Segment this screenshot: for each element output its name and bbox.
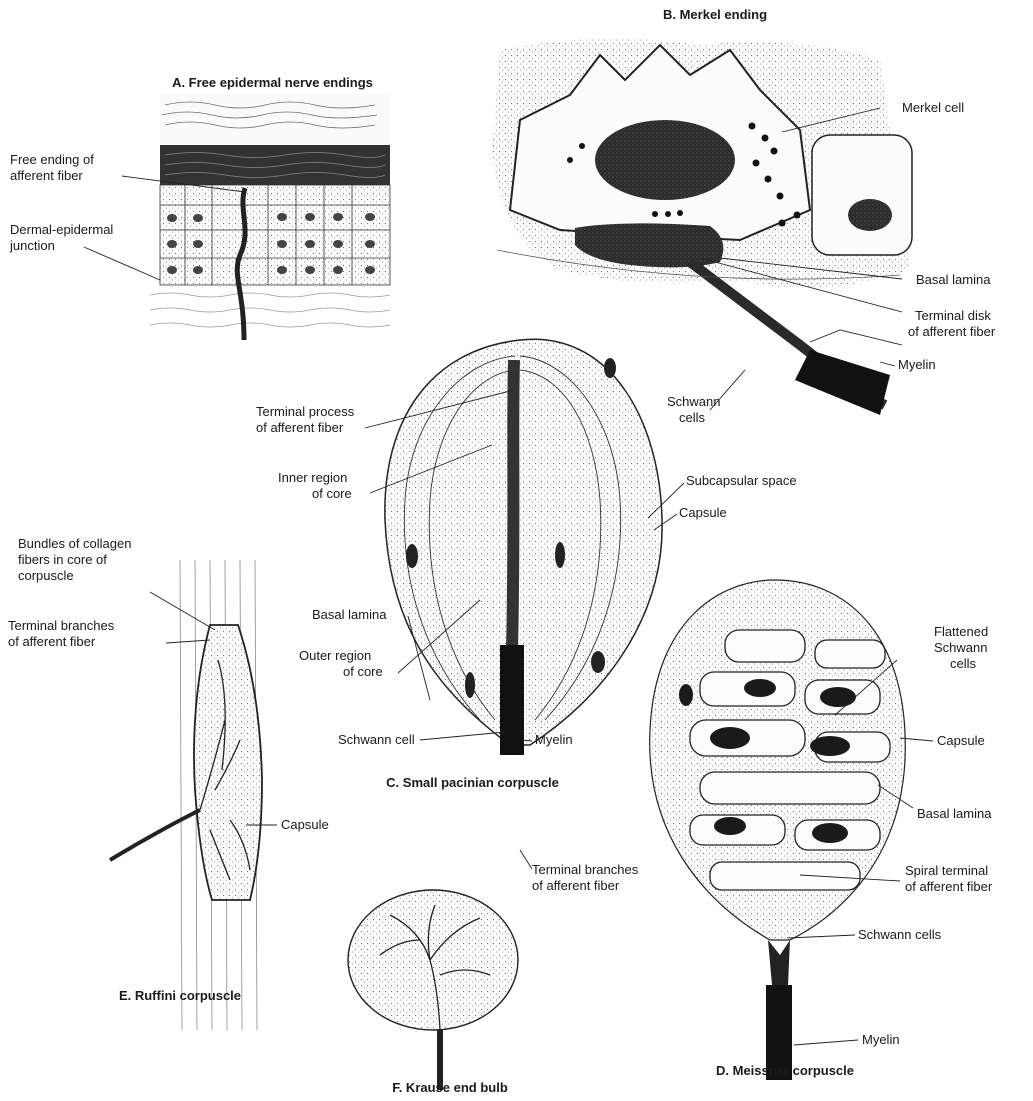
label-schwann-b-1: Schwann	[667, 394, 720, 410]
label-outer-core-2: of core	[343, 664, 383, 680]
label-flattened-3: cells	[950, 656, 976, 672]
label-myelin-d: Myelin	[862, 1032, 900, 1048]
ruffini-capsule	[194, 625, 262, 900]
label-branches-f-1: Terminal branches	[532, 862, 638, 878]
merkel-myelin	[795, 350, 890, 415]
label-basal-lamina-b: Basal lamina	[916, 272, 990, 288]
adjacent-keratinocyte	[812, 135, 912, 255]
label-branches-f-2: of afferent fiber	[532, 878, 619, 894]
panel-f-title: F. Krause end bulb	[380, 1080, 520, 1095]
dark-epidermal-band	[160, 145, 390, 185]
panel-c-title: C. Small pacinian corpuscle	[365, 775, 580, 790]
label-schwann-cells-d: Schwann cells	[858, 927, 941, 943]
label-basal-lamina-d: Basal lamina	[917, 806, 991, 822]
label-capsule-d: Capsule	[937, 733, 985, 749]
label-flattened-1: Flattened	[934, 624, 988, 640]
label-terminal-disk-2: of afferent fiber	[908, 324, 995, 340]
label-terminal-process-1: Terminal process	[256, 404, 354, 420]
label-inner-core-2: of core	[312, 486, 352, 502]
panel-d-title: D. Meissner corpuscle	[700, 1063, 870, 1078]
keratinocyte-nucleus	[848, 199, 892, 231]
label-flattened-2: Schwann	[934, 640, 987, 656]
label-terminal-process-2: of afferent fiber	[256, 420, 343, 436]
label-junction-2: junction	[10, 238, 55, 254]
label-inner-core-1: Inner region	[278, 470, 347, 486]
label-bundles-1: Bundles of collagen	[18, 536, 131, 552]
panel-d-drawing	[650, 580, 906, 1080]
pacinian-afferent-fiber	[512, 360, 514, 650]
label-spiral-2: of afferent fiber	[905, 879, 992, 895]
panel-b-title: B. Merkel ending	[640, 7, 790, 22]
label-merkel-cell: Merkel cell	[902, 100, 964, 116]
panel-e-title: E. Ruffini corpuscle	[105, 988, 255, 1003]
label-bundles-3: corpuscle	[18, 568, 74, 584]
label-schwann-b-2: cells	[679, 410, 705, 426]
dermis-wavy-lines	[150, 293, 390, 327]
label-capsule-e: Capsule	[281, 817, 329, 833]
label-spiral-1: Spiral terminal	[905, 863, 988, 879]
panel-e-drawing	[110, 560, 262, 1030]
panel-a-title: A. Free epidermal nerve endings	[145, 75, 400, 90]
panel-f-drawing	[348, 890, 518, 1090]
label-subcapsular-space: Subcapsular space	[686, 473, 797, 489]
ruffini-afferent-fiber	[110, 810, 200, 860]
label-schwann-cell-c: Schwann cell	[338, 732, 415, 748]
label-branches-e-2: of afferent fiber	[8, 634, 95, 650]
label-myelin-c: Myelin	[535, 732, 573, 748]
label-basal-lamina-c: Basal lamina	[312, 607, 386, 623]
merkel-nucleus	[595, 120, 735, 200]
label-capsule-c: Capsule	[679, 505, 727, 521]
label-bundles-2: fibers in core of	[18, 552, 107, 568]
label-terminal-disk-1: Terminal disk	[915, 308, 991, 324]
panel-a-drawing	[150, 95, 390, 340]
label-myelin-b: Myelin	[898, 357, 936, 373]
stratum-corneum	[160, 95, 390, 145]
panel-c-drawing	[385, 339, 662, 755]
label-junction-1: Dermal-epidermal	[10, 222, 113, 238]
pacinian-myelin	[500, 645, 524, 755]
label-outer-core-1: Outer region	[299, 648, 371, 664]
label-branches-e-1: Terminal branches	[8, 618, 114, 634]
meissner-schwann-neck	[768, 940, 790, 985]
label-free-ending-2: afferent fiber	[10, 168, 83, 184]
label-free-ending-1: Free ending of	[10, 152, 94, 168]
